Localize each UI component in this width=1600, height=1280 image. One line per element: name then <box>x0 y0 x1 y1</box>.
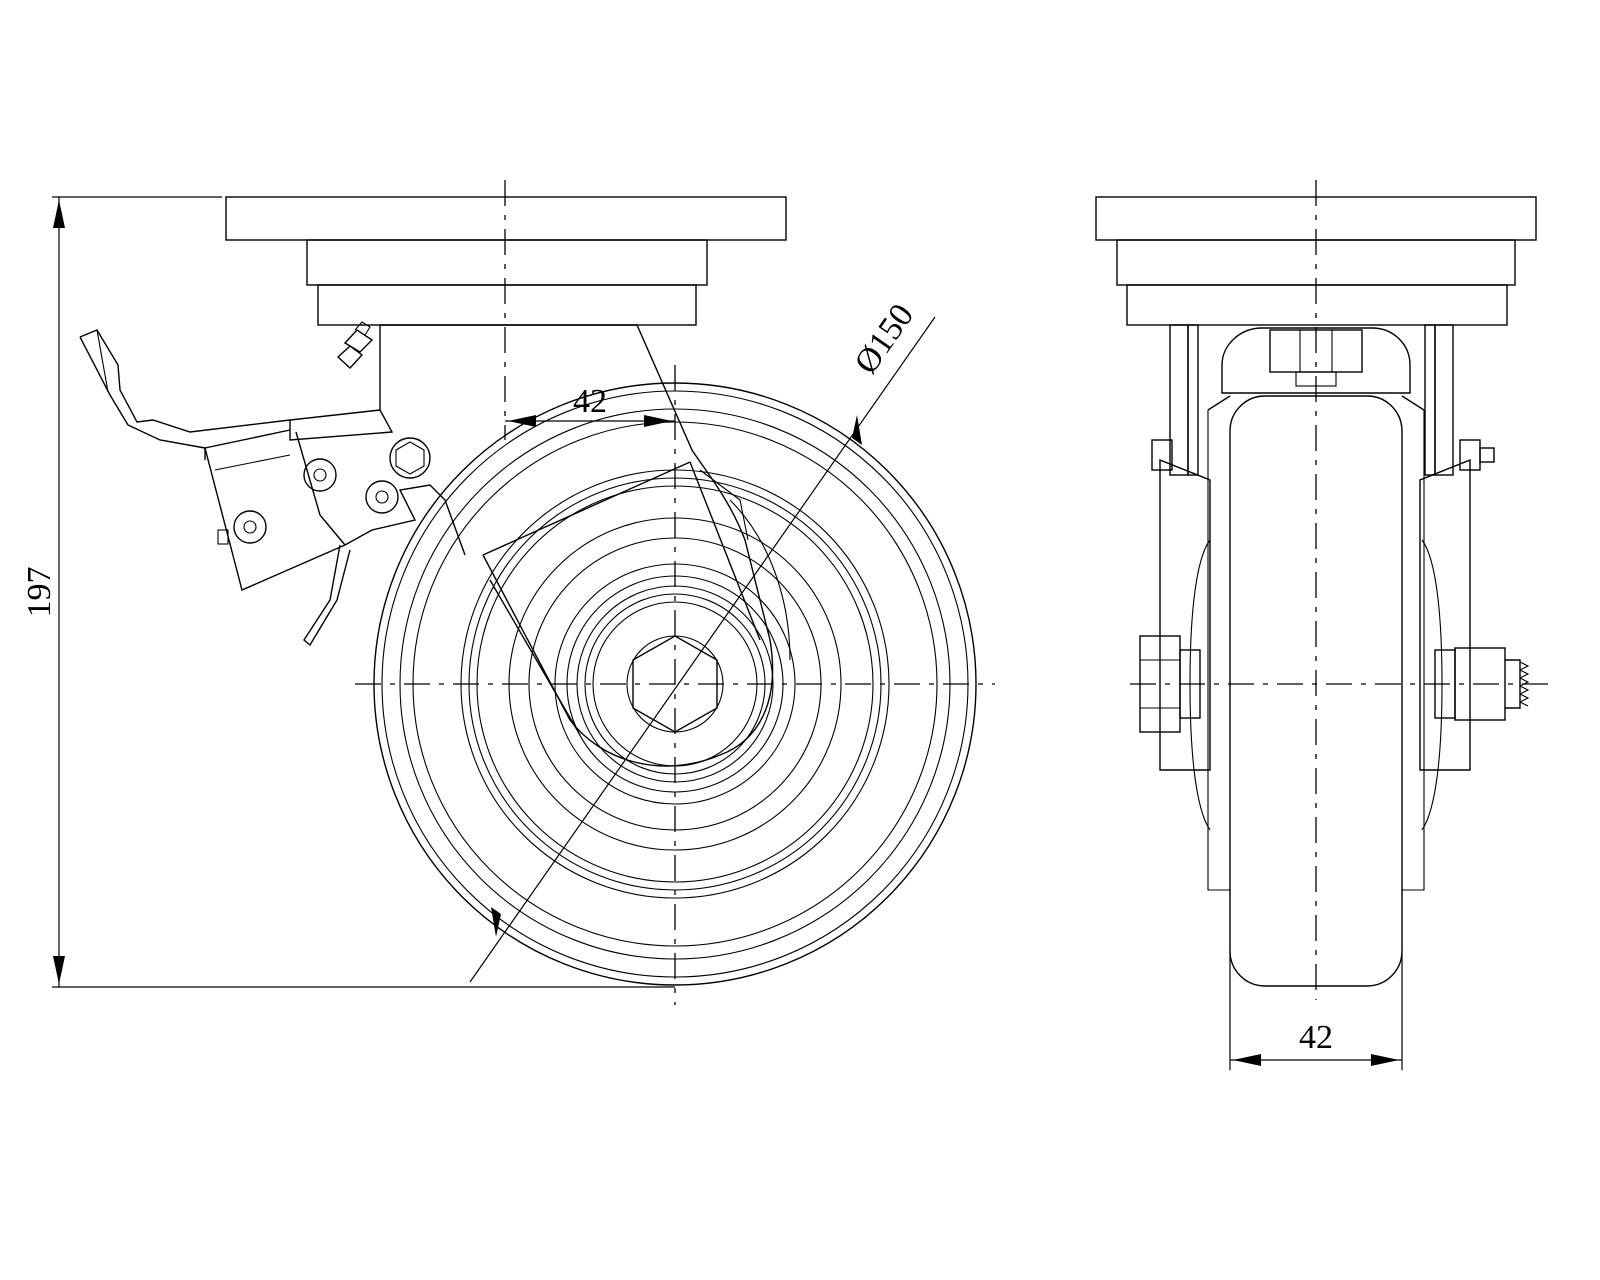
front-center-lines <box>1130 180 1550 1000</box>
dim-swivel-offset: 42 <box>505 383 675 427</box>
dim-wheel-diameter: Ø150 <box>469 297 936 983</box>
front-brake-bolts <box>1151 439 1495 471</box>
side-brake <box>204 409 466 647</box>
side-top-plate <box>225 196 787 326</box>
dim-wheel-width: 42 <box>1229 950 1403 1070</box>
side-brake-pedal <box>79 329 291 449</box>
wheel-diameter-label: Ø150 <box>848 297 922 380</box>
front-view: 42 <box>1095 180 1550 1070</box>
side-view: 197 42 Ø150 <box>21 180 995 1005</box>
wheel-width-label: 42 <box>1299 1019 1333 1056</box>
side-fork <box>379 324 791 767</box>
dim-overall-height: 197 <box>21 196 675 988</box>
side-center-lines <box>355 180 995 1005</box>
overall-height-label: 197 <box>21 567 58 618</box>
front-fork <box>1159 324 1471 771</box>
swivel-offset-label: 42 <box>573 383 607 420</box>
side-grease-nipple <box>336 321 374 369</box>
